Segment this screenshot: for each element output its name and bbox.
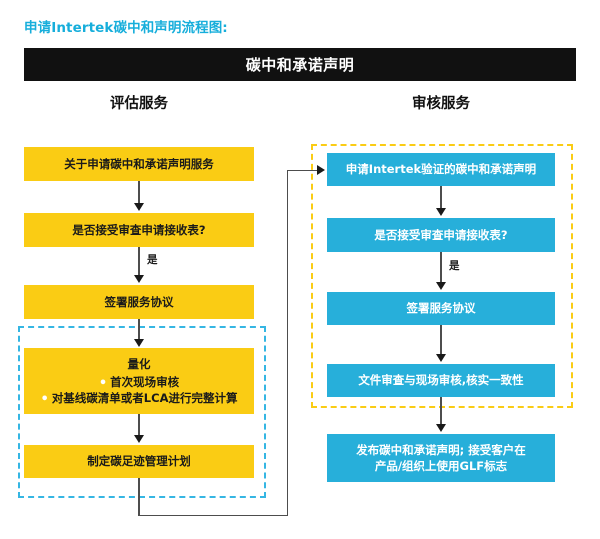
arrowhead-a2-a3 [133,275,144,283]
node-b5-label-line2: 产品/组织上使用GLF标志 [374,459,508,473]
node-a4[interactable]: 量化 首次现场审核 对基线碳清单或者LCA进行完整计算 [24,348,254,414]
column-heading-audit: 审核服务 [412,96,470,112]
column-heading-assessment: 评估服务 [110,96,168,112]
connector-cross-up [286,170,289,515]
node-b5-label-line1: 发布碳中和承诺声明; 接受客户在 [356,442,526,457]
arrowhead-b4-b5 [435,424,446,432]
node-b4[interactable]: 文件审查与现场审核,核实一致性 [327,364,555,397]
node-a2-label: 是否接受审查申请接收表? [72,222,206,237]
node-b2-label: 是否接受审查申请接收表? [374,227,508,242]
node-b2[interactable]: 是否接受审查申请接收表? [327,218,555,252]
node-a5[interactable]: 制定碳足迹管理计划 [24,445,254,478]
arrowhead-b1-b2 [435,208,446,216]
connector-b2-b3 [440,252,442,284]
connector-b4-b5 [440,397,442,426]
connector-cross-down [138,478,140,516]
connector-a3-a4 [138,319,140,341]
connector-cross-right [138,514,288,517]
node-b3[interactable]: 签署服务协议 [327,292,555,325]
connector-a2-a3 [138,247,140,277]
node-b3-label: 签署服务协议 [406,301,476,316]
arrowhead-cross-b1 [317,165,325,175]
connector-b3-b4 [440,325,442,356]
node-a3-label: 签署服务协议 [104,294,174,309]
node-b1[interactable]: 申请Intertek验证的碳中和承诺声明 [327,153,555,186]
edge-label-a2-a3: 是 [147,254,158,266]
arrowhead-b3-b4 [435,354,446,362]
connector-a4-a5 [138,414,140,437]
arrowhead-a3-a4 [133,339,144,347]
audit-group-frame [311,144,573,408]
node-b5[interactable]: 发布碳中和承诺声明; 接受客户在 产品/组织上使用GLF标志 [327,434,555,482]
node-a4-bullet-1: 首次现场审核 [99,374,179,390]
node-a1-label: 关于申请碳中和承诺声明服务 [64,156,214,171]
node-a4-label: 量化 [127,356,151,371]
arrowhead-b2-b3 [435,282,446,290]
connector-b1-b2 [440,186,442,210]
node-a5-label: 制定碳足迹管理计划 [87,454,191,469]
edge-label-b2-b3: 是 [449,260,460,272]
assessment-group-frame [18,326,266,498]
connector-a1-a2 [138,181,140,205]
header-banner-label: 碳中和承诺声明 [245,56,355,74]
node-a1[interactable]: 关于申请碳中和承诺声明服务 [24,147,254,181]
node-b4-label: 文件审查与现场审核,核实一致性 [358,373,524,388]
connector-cross-into-b1 [286,169,319,172]
node-a3[interactable]: 签署服务协议 [24,285,254,319]
arrowhead-a4-a5 [133,435,144,443]
page-title: 申请Intertek碳中和声明流程图: [24,20,228,36]
node-b1-label: 申请Intertek验证的碳中和承诺声明 [345,162,537,177]
node-a2[interactable]: 是否接受审查申请接收表? [24,213,254,247]
node-a4-bullet-2: 对基线碳清单或者LCA进行完整计算 [41,390,238,406]
header-banner: 碳中和承诺声明 [24,48,576,81]
arrowhead-a1-a2 [133,203,144,211]
